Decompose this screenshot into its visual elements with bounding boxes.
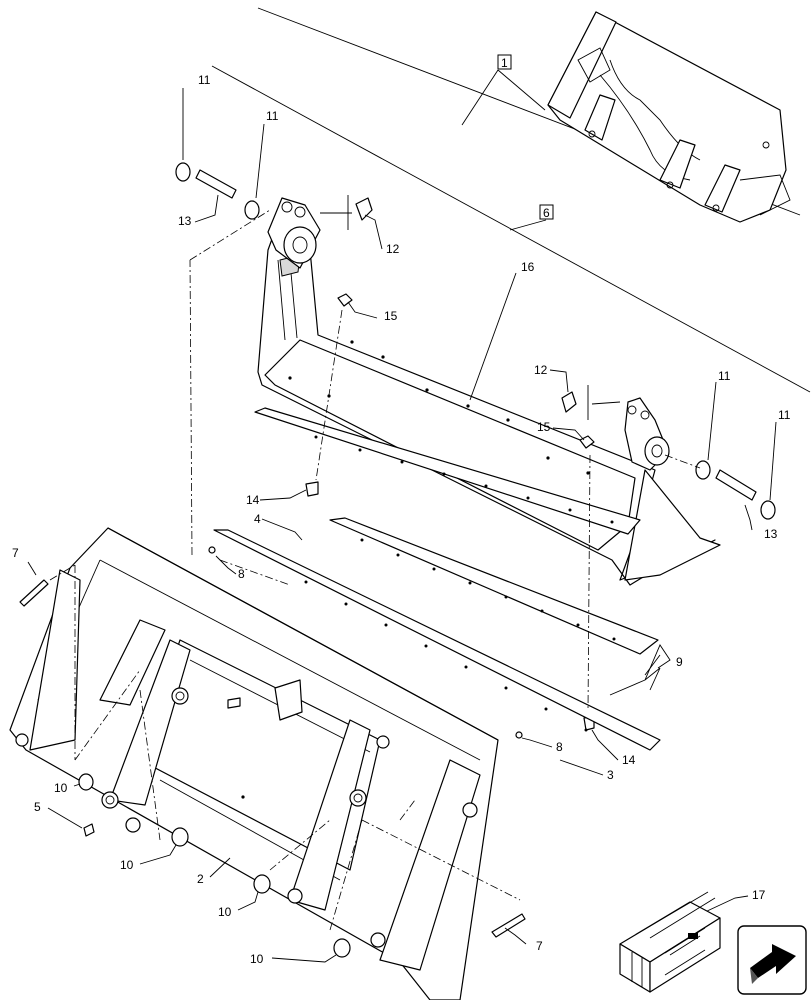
grease-fitting-right: [561, 385, 621, 420]
bushing-d: [333, 938, 351, 958]
callout-15-a: 15: [384, 309, 398, 323]
wear-strip: [213, 529, 661, 751]
callout-box-6: [539, 204, 554, 220]
nut-left: [337, 293, 353, 307]
callout-11-c: 11: [718, 369, 731, 383]
bottom-plate-holes: [288, 340, 590, 475]
bolt-7-right: [491, 913, 526, 938]
next-page-arrow-icon[interactable]: [737, 925, 807, 995]
nut-8-lower: [515, 731, 523, 739]
callout-2: 2: [197, 872, 204, 886]
callout-14-a: 14: [246, 493, 260, 507]
pivot-pin-left: [175, 162, 260, 220]
pivot-pin-right: [695, 460, 776, 520]
callout-labels: 1 6 11 11 13 12 15 16 12 15 11 11 13 14 …: [12, 54, 791, 966]
callout-10-b: 10: [120, 858, 134, 872]
upper-assembly-group: [175, 65, 811, 731]
cutting-edge-holes: [314, 435, 614, 524]
callout-6: 6: [543, 206, 550, 220]
bolt-7-left: [19, 579, 49, 607]
callout-12-a: 12: [386, 242, 400, 256]
callout-10-c: 10: [218, 905, 232, 919]
callout-17: 17: [752, 888, 766, 902]
bushing-a: [78, 773, 94, 791]
nut-8-upper: [208, 546, 216, 554]
callout-12-b: 12: [534, 363, 548, 377]
callout-10-a: 10: [54, 781, 68, 795]
bolt-5: [83, 823, 95, 837]
callout-3: 3: [607, 768, 614, 782]
alignment-lines: [49, 209, 701, 931]
cutting-edge-strip: [329, 517, 659, 655]
callout-1: 1: [501, 56, 508, 70]
callout-9: 9: [676, 655, 683, 669]
bushing-b: [171, 827, 189, 847]
assembled-bucket-thumbnail: [257, 7, 801, 223]
crate-icon: [619, 891, 721, 993]
leader-lines: [27, 88, 777, 963]
bucket-frame-assembly: [9, 517, 661, 1000]
callout-14-b: 14: [622, 753, 636, 767]
callout-4: 4: [254, 512, 261, 526]
callout-16: 16: [521, 260, 535, 274]
callout-8-a: 8: [238, 567, 245, 581]
bushing-c: [253, 874, 271, 894]
callout-13-b: 13: [764, 527, 778, 541]
callout-15-b: 15: [537, 420, 551, 434]
grease-fitting-left: [320, 195, 373, 230]
callout-8-b: 8: [556, 740, 563, 754]
bolt-upper: [305, 481, 319, 497]
callout-13-a: 13: [178, 214, 192, 228]
callout-11-a: 11: [198, 73, 211, 87]
callout-7-a: 7: [12, 546, 19, 560]
callout-11-d: 11: [778, 408, 791, 422]
callout-10-d: 10: [250, 952, 264, 966]
callout-box-1: [497, 54, 512, 70]
callout-11-b: 11: [266, 109, 279, 123]
callout-7-b: 7: [536, 939, 543, 953]
lower-strip-holes: [304, 538, 616, 732]
callout-5: 5: [34, 800, 41, 814]
